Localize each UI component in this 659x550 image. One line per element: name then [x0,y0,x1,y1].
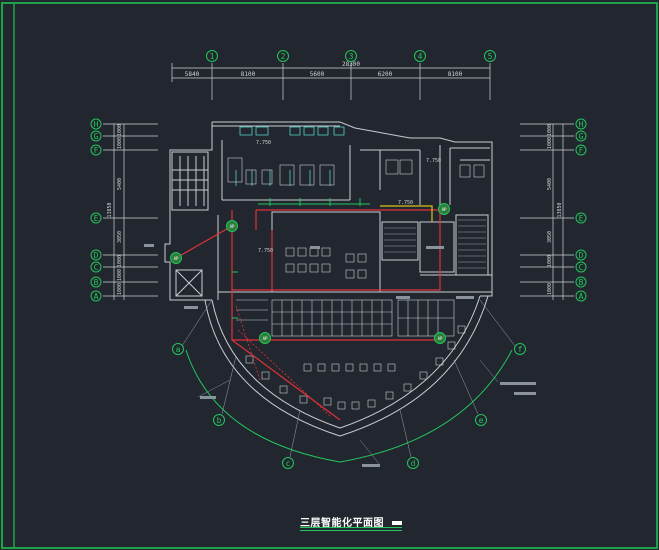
left-axis-bubbles [90,118,102,302]
ap-marker-4: AP [259,332,271,344]
right-stair-hatch [458,219,486,269]
left-dimension-lines [103,123,158,300]
ap-marker-1: AP [226,220,238,232]
left-axis-C: C [94,263,99,272]
ap-marker-3: AP [438,203,450,215]
title-underline-thin [300,530,402,531]
scale-mark [391,521,402,525]
left-dim-4: 3050 [117,231,123,243]
arc-axis-f: f [518,345,523,354]
arc-axis-bubbles [172,343,526,469]
arc-axis-b: b [217,416,222,425]
axis-bubble-1: 1 [206,50,218,62]
ap-marker-5: AP [434,332,446,344]
left-dim-5: 1000 [117,255,123,267]
drawing-title-text: 三层智能化平面图 [300,518,384,529]
axis-label-4: 4 [418,52,423,61]
radial-grid-lines [181,299,516,458]
arc-axis-a: a [176,345,181,354]
axis-bubble-5: 5 [484,50,496,62]
shaft-hatch [384,227,416,253]
axis-label-5: 5 [488,52,493,61]
left-axis-B: B [94,278,99,287]
arc-axis-e: e [479,416,484,425]
left-axis-E: E [94,214,99,223]
right-dim-6: 1000 [547,283,553,295]
elevation-mark-1: 7.750 [256,140,271,146]
elevation-mark-4: 7.750 [258,248,273,254]
right-dim-2: 1000 [547,137,553,149]
axis-bubble-2: 2 [277,50,289,62]
leader-label-bars [144,244,536,467]
red-cable-dashed [235,305,331,417]
right-axis-bubbles [575,118,587,302]
top-dim-2: 8100 [241,71,256,78]
right-dim-5: 1000 [547,255,553,267]
left-dim-6: 1000 [117,269,123,281]
right-dimension-lines [520,123,574,300]
hall-dining-tables [285,247,367,279]
right-axis-H: H [579,120,584,129]
right-axis-E: E [579,214,584,223]
top-dim-5: 8100 [448,71,463,78]
left-axis-G: G [94,132,99,141]
right-axis-D: D [579,251,584,260]
ap-marker-3-label: AP [442,207,447,212]
red-cable-routes [175,209,441,421]
ap-marker-2: AP [170,252,182,264]
right-dim-1: 1000 [547,124,553,136]
left-dim-1: 1000 [117,124,123,136]
right-axis-G: G [579,132,584,141]
curved-facade [204,295,489,437]
arc-axis-d: d [411,459,416,468]
left-dim-7: 1000 [117,283,123,295]
leader-lines [197,359,499,466]
curved-tables [245,325,466,410]
green-tray [232,198,370,319]
building-walls [164,121,493,301]
ap-marker-2-label: AP [174,256,179,261]
banquet-grid [236,299,455,337]
axis-label-1: 1 [210,52,215,61]
top-dim-4: 6200 [378,71,393,78]
axis-label-2: 2 [281,52,286,61]
right-axis-A: A [579,292,584,301]
elevation-mark-2: 7.750 [426,158,441,164]
title-underline [300,527,402,528]
axis-bubble-3: 3 [345,50,357,62]
right-dim-4: 3050 [547,231,553,243]
ap-marker-1-label: AP [230,224,235,229]
arc-axis-lines [185,349,513,463]
top-dimension-lines [171,63,491,100]
yellow-cable-route [380,205,433,222]
right-axis-B: B [579,278,584,287]
left-dim-3: 5400 [117,178,123,190]
right-axis-C: C [579,263,584,272]
left-dim-2: 1000 [117,137,123,149]
left-axis-A: A [94,292,99,301]
kitchen-fixtures [227,157,485,186]
ap-marker-4-label: AP [263,336,268,341]
kitchen-equipment [235,126,345,186]
left-axis-D: D [94,251,99,260]
axis-bubble-4: 4 [414,50,426,62]
right-total-dim: 13850 [557,202,563,217]
axis-label-3: 3 [349,52,354,61]
arc-axis-c: c [286,459,291,468]
left-axis-F: F [94,146,99,155]
left-axis-H: H [94,120,99,129]
left-total-dim: 13850 [107,202,113,217]
top-dim-1: 5840 [185,71,200,78]
drawing-title: 三层智能化平面图 [300,514,402,531]
ap-marker-5-label: AP [438,336,443,341]
right-axis-F: F [579,146,584,155]
top-dim-3: 5600 [310,71,325,78]
top-total-dimension: 28300 [342,61,360,68]
elevation-mark-3: 7.750 [398,200,413,206]
right-dim-3: 5400 [547,178,553,190]
